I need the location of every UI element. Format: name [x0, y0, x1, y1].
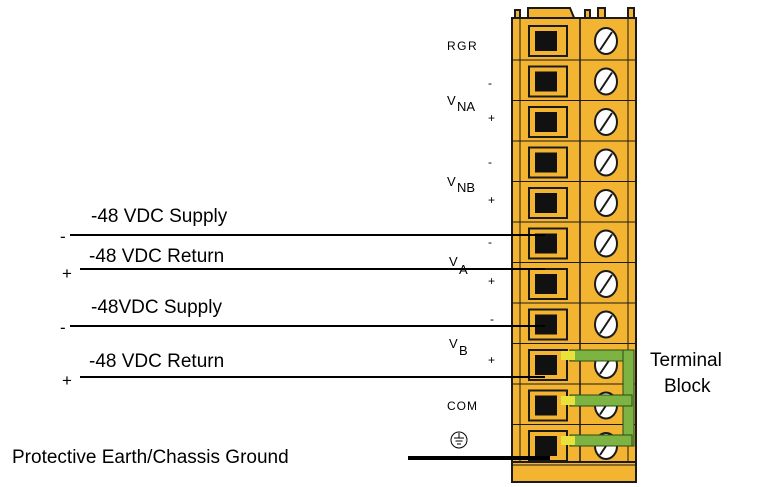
- clamp-hole: [535, 31, 557, 51]
- va-minus: -: [488, 235, 492, 249]
- rgr-label: RGR: [447, 39, 478, 53]
- vb-label-main: V: [449, 336, 458, 351]
- vb-plus: +: [488, 353, 495, 367]
- terminal-block-label: Terminal Block: [650, 350, 722, 397]
- wire-2-label: -48 VDC Return: [89, 246, 224, 267]
- vnb-plus: +: [488, 193, 495, 207]
- wire-3-label: -48VDC Supply: [91, 297, 222, 318]
- va-plus: +: [488, 274, 495, 288]
- wire-2-polarity: +: [62, 264, 72, 283]
- vna-minus: -: [488, 76, 492, 90]
- clamp-hole: [535, 152, 557, 173]
- wire-1-polarity: -: [60, 227, 66, 246]
- com-label: COM: [447, 399, 478, 413]
- va-label-main: V: [449, 254, 458, 269]
- clamp-hole: [535, 436, 557, 456]
- wire-1-label: -48 VDC Supply: [91, 206, 228, 227]
- vb-label-sub: B: [459, 343, 468, 358]
- clamp-hole: [535, 233, 557, 254]
- wires: [70, 234, 550, 460]
- clamp-hole: [535, 193, 557, 213]
- terminal-block-label-line1: Terminal: [650, 350, 722, 371]
- clamp-hole: [535, 355, 557, 375]
- vna-label-sub: NA: [457, 99, 475, 114]
- clamp-hole: [535, 112, 557, 132]
- clamp-hole: [535, 274, 557, 294]
- clamp-hole: [535, 314, 557, 335]
- wire-4-polarity: +: [62, 371, 72, 390]
- terminal-block: [511, 7, 637, 483]
- clamp-hole: [535, 395, 557, 416]
- wire-3-polarity: -: [60, 318, 66, 337]
- ground-label: Protective Earth/Chassis Ground: [12, 447, 289, 468]
- vnb-label-sub: NB: [457, 180, 475, 195]
- vnb-label-main: V: [447, 174, 456, 189]
- vb-minus: -: [490, 312, 494, 326]
- vna-label-main: V: [447, 93, 456, 108]
- wire-4-label: -48 VDC Return: [89, 351, 224, 372]
- terminal-block-label-line2: Block: [664, 376, 711, 397]
- vna-plus: +: [488, 111, 495, 125]
- ground-symbol-icon: [450, 431, 468, 449]
- wire-labels: -48 VDC Supply - -48 VDC Return + -48VDC…: [12, 206, 289, 468]
- vnb-minus: -: [488, 155, 492, 169]
- terminal-labels: RGR V NA - + V NB - + V A - + V B - + CO…: [447, 39, 495, 449]
- clamp-hole: [535, 71, 557, 92]
- jumpers: [561, 349, 635, 447]
